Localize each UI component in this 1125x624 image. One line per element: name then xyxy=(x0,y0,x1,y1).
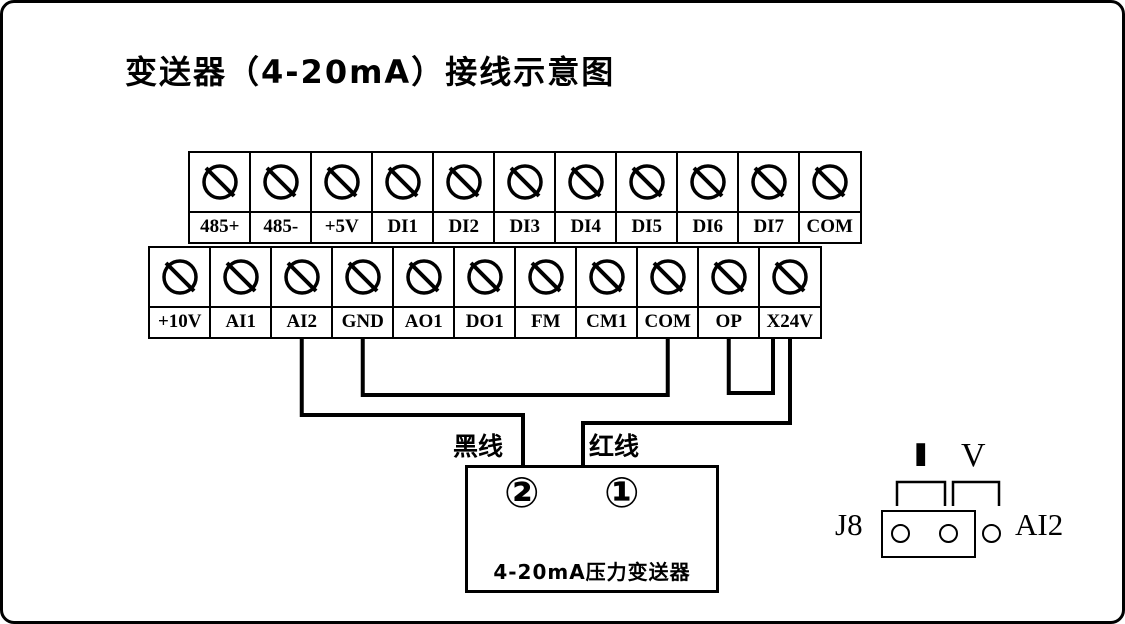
screw-terminal-icon xyxy=(392,246,456,308)
op-x24v-jumper-wire xyxy=(726,337,775,395)
terminal-label: OP xyxy=(697,305,761,339)
terminal-strip-top: 485+ 485- +5V DI1 DI2 DI3 DI4 DI5 xyxy=(188,151,862,244)
terminal-x24v: X24V xyxy=(758,246,822,339)
pressure-transmitter-box: ② ① 4-20mA压力变送器 xyxy=(465,465,719,593)
terminal-gnd: GND xyxy=(331,246,395,339)
terminal-di5: DI5 xyxy=(615,151,679,244)
terminal-label: DI7 xyxy=(737,210,801,244)
terminal-cm1: CM1 xyxy=(575,246,639,339)
terminal-di3: DI3 xyxy=(493,151,557,244)
screw-terminal-icon xyxy=(148,246,212,308)
terminal-label: DI6 xyxy=(676,210,740,244)
terminal-di4: DI4 xyxy=(554,151,618,244)
terminal-label: DI5 xyxy=(615,210,679,244)
terminal-485-minus: 485- xyxy=(249,151,313,244)
screw-terminal-icon xyxy=(493,151,557,213)
transmitter-terminal-1: ① xyxy=(604,468,640,517)
terminal-label: 485+ xyxy=(188,210,252,244)
jumper-pin-2 xyxy=(939,524,958,543)
screw-terminal-icon xyxy=(636,246,700,308)
terminal-di6: DI6 xyxy=(676,151,740,244)
terminal-label: DI3 xyxy=(493,210,557,244)
transmitter-terminal-2: ② xyxy=(504,468,540,517)
screw-terminal-icon xyxy=(209,246,273,308)
terminal-di1: DI1 xyxy=(371,151,435,244)
screw-terminal-icon xyxy=(615,151,679,213)
red-wire-label: 红线 xyxy=(589,432,640,461)
screw-terminal-icon xyxy=(676,151,740,213)
terminal-label: COM xyxy=(636,305,700,339)
terminal-label: X24V xyxy=(758,305,822,339)
screw-terminal-icon xyxy=(331,246,395,308)
terminal-op: OP xyxy=(697,246,761,339)
screw-terminal-icon xyxy=(453,246,517,308)
jumper-pin-3 xyxy=(982,524,1001,543)
terminal-label: FM xyxy=(514,305,578,339)
black-wire-label: 黑线 xyxy=(453,432,504,461)
transmitter-label: 4-20mA压力变送器 xyxy=(493,560,691,584)
screw-terminal-icon xyxy=(575,246,639,308)
screw-terminal-icon xyxy=(188,151,252,213)
screw-terminal-icon xyxy=(310,151,374,213)
terminal-fm: FM xyxy=(514,246,578,339)
terminal-485-plus: 485+ xyxy=(188,151,252,244)
screw-terminal-icon xyxy=(249,151,313,213)
terminal-label: CM1 xyxy=(575,305,639,339)
terminal-label: DI1 xyxy=(371,210,435,244)
screw-terminal-icon xyxy=(270,246,334,308)
terminal-label: +10V xyxy=(148,305,212,339)
terminal-label: COM xyxy=(798,210,862,244)
terminal-10v: +10V xyxy=(148,246,212,339)
screw-terminal-icon xyxy=(554,151,618,213)
screw-terminal-icon xyxy=(758,246,822,308)
terminal-ao1: AO1 xyxy=(392,246,456,339)
jumper-channel-label: AI2 xyxy=(1015,507,1064,542)
screw-terminal-icon xyxy=(432,151,496,213)
voltage-mode-label: V xyxy=(961,437,986,474)
terminal-com-bottom: COM xyxy=(636,246,700,339)
terminal-label: GND xyxy=(331,305,395,339)
terminal-di7: DI7 xyxy=(737,151,801,244)
screw-terminal-icon xyxy=(737,151,801,213)
terminal-ai2: AI2 xyxy=(270,246,334,339)
screw-terminal-icon xyxy=(371,151,435,213)
screw-terminal-icon xyxy=(697,246,761,308)
terminal-label: DI2 xyxy=(432,210,496,244)
terminal-ai1: AI1 xyxy=(209,246,273,339)
terminal-label: DI4 xyxy=(554,210,618,244)
jumper-block-name: J8 xyxy=(835,507,863,542)
jumper-connector-body xyxy=(881,510,976,558)
terminal-label: DO1 xyxy=(453,305,517,339)
current-mode-label: I xyxy=(912,438,930,474)
terminal-strip-bottom: +10V AI1 AI2 GND AO1 DO1 FM CM1 xyxy=(148,246,822,339)
voltage-jumper-bracket xyxy=(951,480,1001,506)
terminal-label: 485- xyxy=(249,210,313,244)
screw-terminal-icon xyxy=(798,151,862,213)
gnd-com-jumper-wire xyxy=(360,337,670,397)
terminal-5v: +5V xyxy=(310,151,374,244)
terminal-label: +5V xyxy=(310,210,374,244)
terminal-com-top: COM xyxy=(798,151,862,244)
diagram-title: 变送器（4-20mA）接线示意图 xyxy=(125,53,616,91)
terminal-di2: DI2 xyxy=(432,151,496,244)
jumper-pin-1 xyxy=(891,524,910,543)
terminal-label: AI2 xyxy=(270,305,334,339)
terminal-label: AI1 xyxy=(209,305,273,339)
terminal-label: AO1 xyxy=(392,305,456,339)
current-jumper-bracket xyxy=(895,480,947,506)
terminal-do1: DO1 xyxy=(453,246,517,339)
screw-terminal-icon xyxy=(514,246,578,308)
